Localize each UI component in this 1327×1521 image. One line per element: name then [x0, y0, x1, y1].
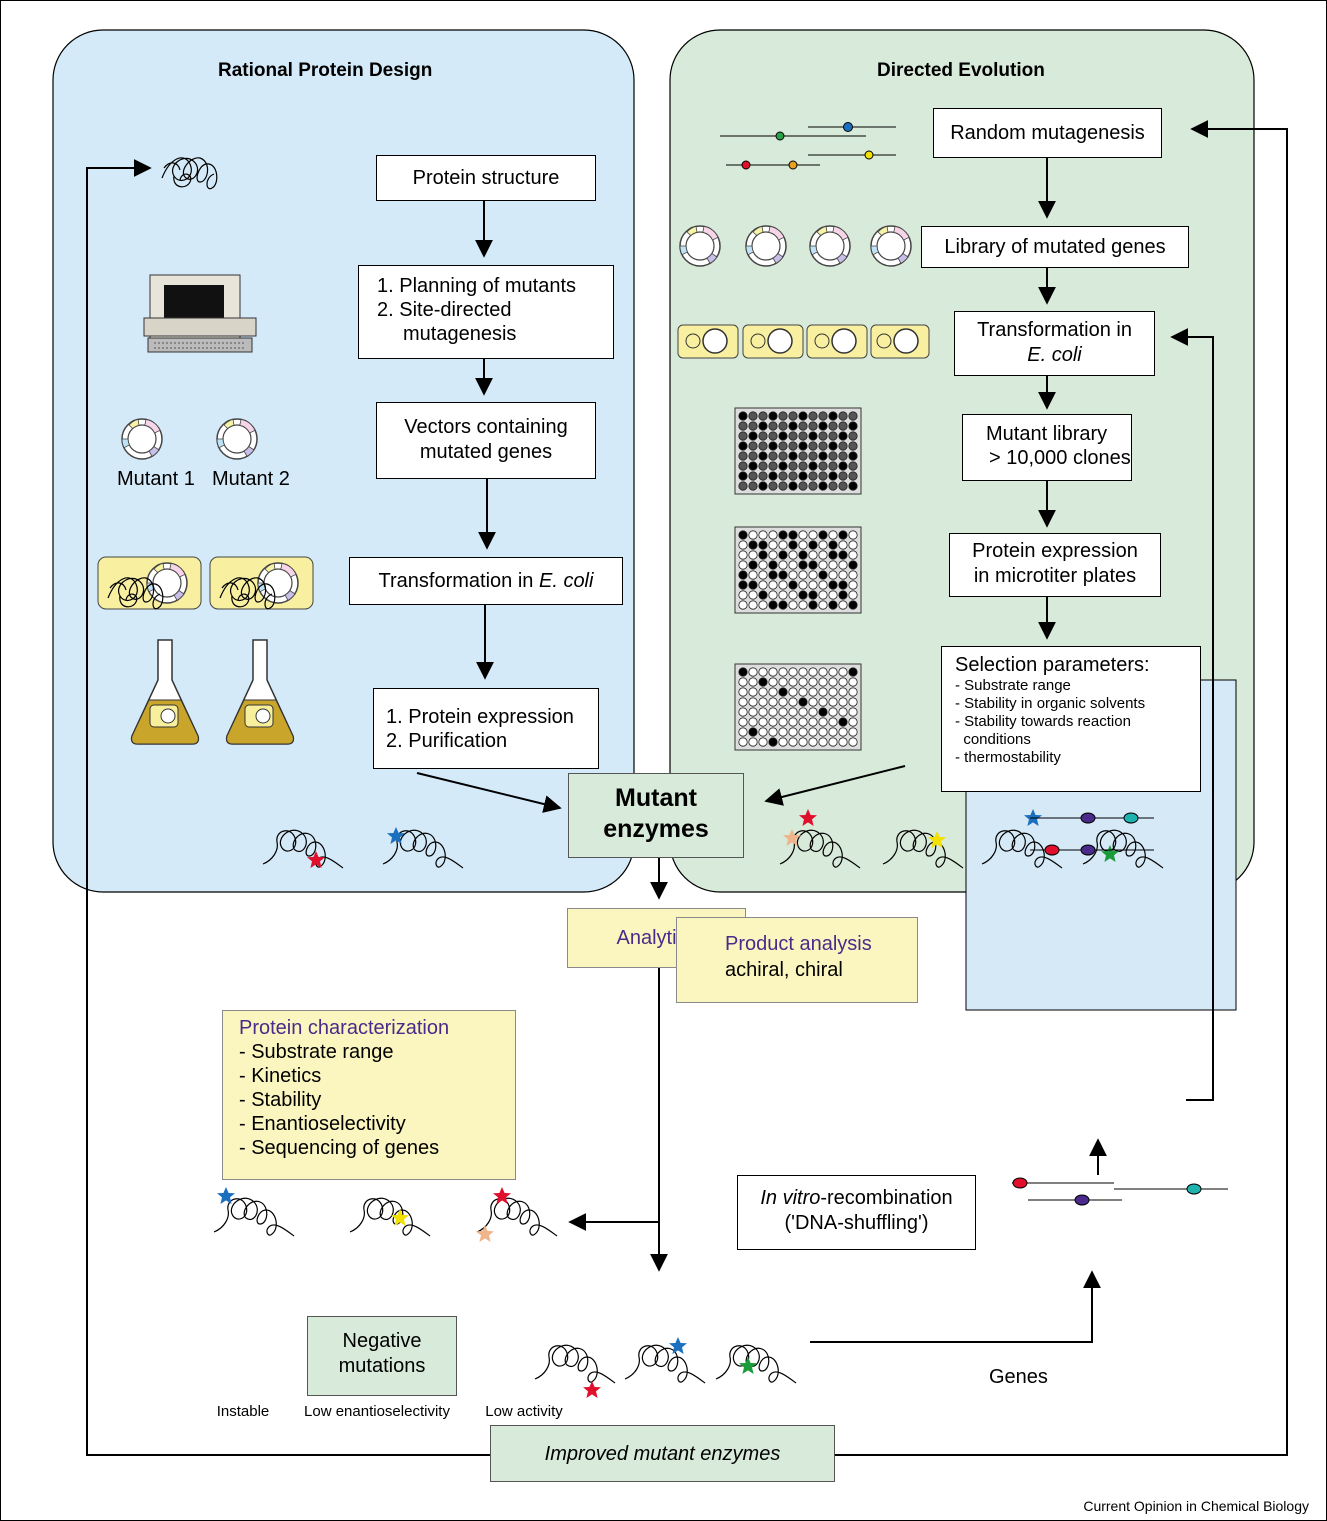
microtiter-plate — [734, 663, 862, 751]
characterization-item: - Stability — [239, 1089, 322, 1111]
protein-structure-box: Protein structure — [376, 155, 596, 201]
transformation-box-rational: Transformation in E. coli — [349, 557, 623, 605]
mutant-library-box: Mutant library > 10,000 clones — [962, 414, 1132, 481]
improved-mutant-enzymes-box: Improved mutant enzymes — [490, 1425, 835, 1482]
directed-panel-title: Directed Evolution — [877, 60, 1045, 81]
source-footer: Current Opinion in Chemical Biology — [1083, 1498, 1309, 1514]
protein-characterization-box — [222, 1010, 516, 1180]
expression-box-rational: 1. Protein expression 2. Purification — [373, 688, 599, 769]
product-analysis-text: achiral, chiral — [725, 959, 843, 981]
flask-icon — [225, 639, 295, 745]
selection-parameters-box: Selection parameters: - Substrate range … — [941, 646, 1201, 792]
product-analysis-box — [676, 917, 918, 1003]
in-vitro-recombination-box: In vitro-recombination ('DNA-shuffling') — [737, 1175, 976, 1250]
flask-icon — [130, 639, 200, 745]
characterization-item: - Sequencing of genes — [239, 1137, 440, 1159]
caption-instable: Instable — [216, 1403, 270, 1420]
mutant-1-label: Mutant 1 — [117, 468, 195, 490]
genes-label: Genes — [989, 1366, 1048, 1388]
mutant-2-label: Mutant 2 — [212, 468, 290, 490]
microtiter-plate — [734, 526, 862, 614]
planning-box: 1. Planning of mutants 2. Site-directed … — [358, 265, 614, 359]
negative-mutations-box: Negative mutations — [307, 1316, 457, 1396]
mutant-enzymes-box: Mutant enzymes — [568, 773, 744, 858]
library-box: Library of mutated genes — [921, 226, 1189, 268]
computer-icon — [143, 274, 257, 353]
protein-expression-box-directed: Protein expression in microtiter plates — [949, 533, 1161, 597]
characterization-item: - Kinetics — [239, 1065, 322, 1087]
caption-low-enantioselectivity: Low enantioselectivity — [304, 1403, 450, 1420]
microtiter-plate — [734, 407, 862, 495]
product-analysis-title: Product analysis — [725, 933, 872, 955]
protein-characterization-title: Protein characterization — [239, 1017, 450, 1039]
caption-low-activity: Low activity — [485, 1403, 563, 1420]
transformation-box-directed: Transformation in E. coli — [954, 311, 1155, 376]
rational-panel-title: Rational Protein Design — [218, 60, 433, 81]
vectors-box: Vectors containing mutated genes — [376, 402, 596, 479]
random-mutagenesis-box: Random mutagenesis — [933, 108, 1162, 158]
characterization-item: - Substrate range — [239, 1041, 394, 1063]
characterization-item: - Enantioselectivity — [239, 1113, 406, 1135]
